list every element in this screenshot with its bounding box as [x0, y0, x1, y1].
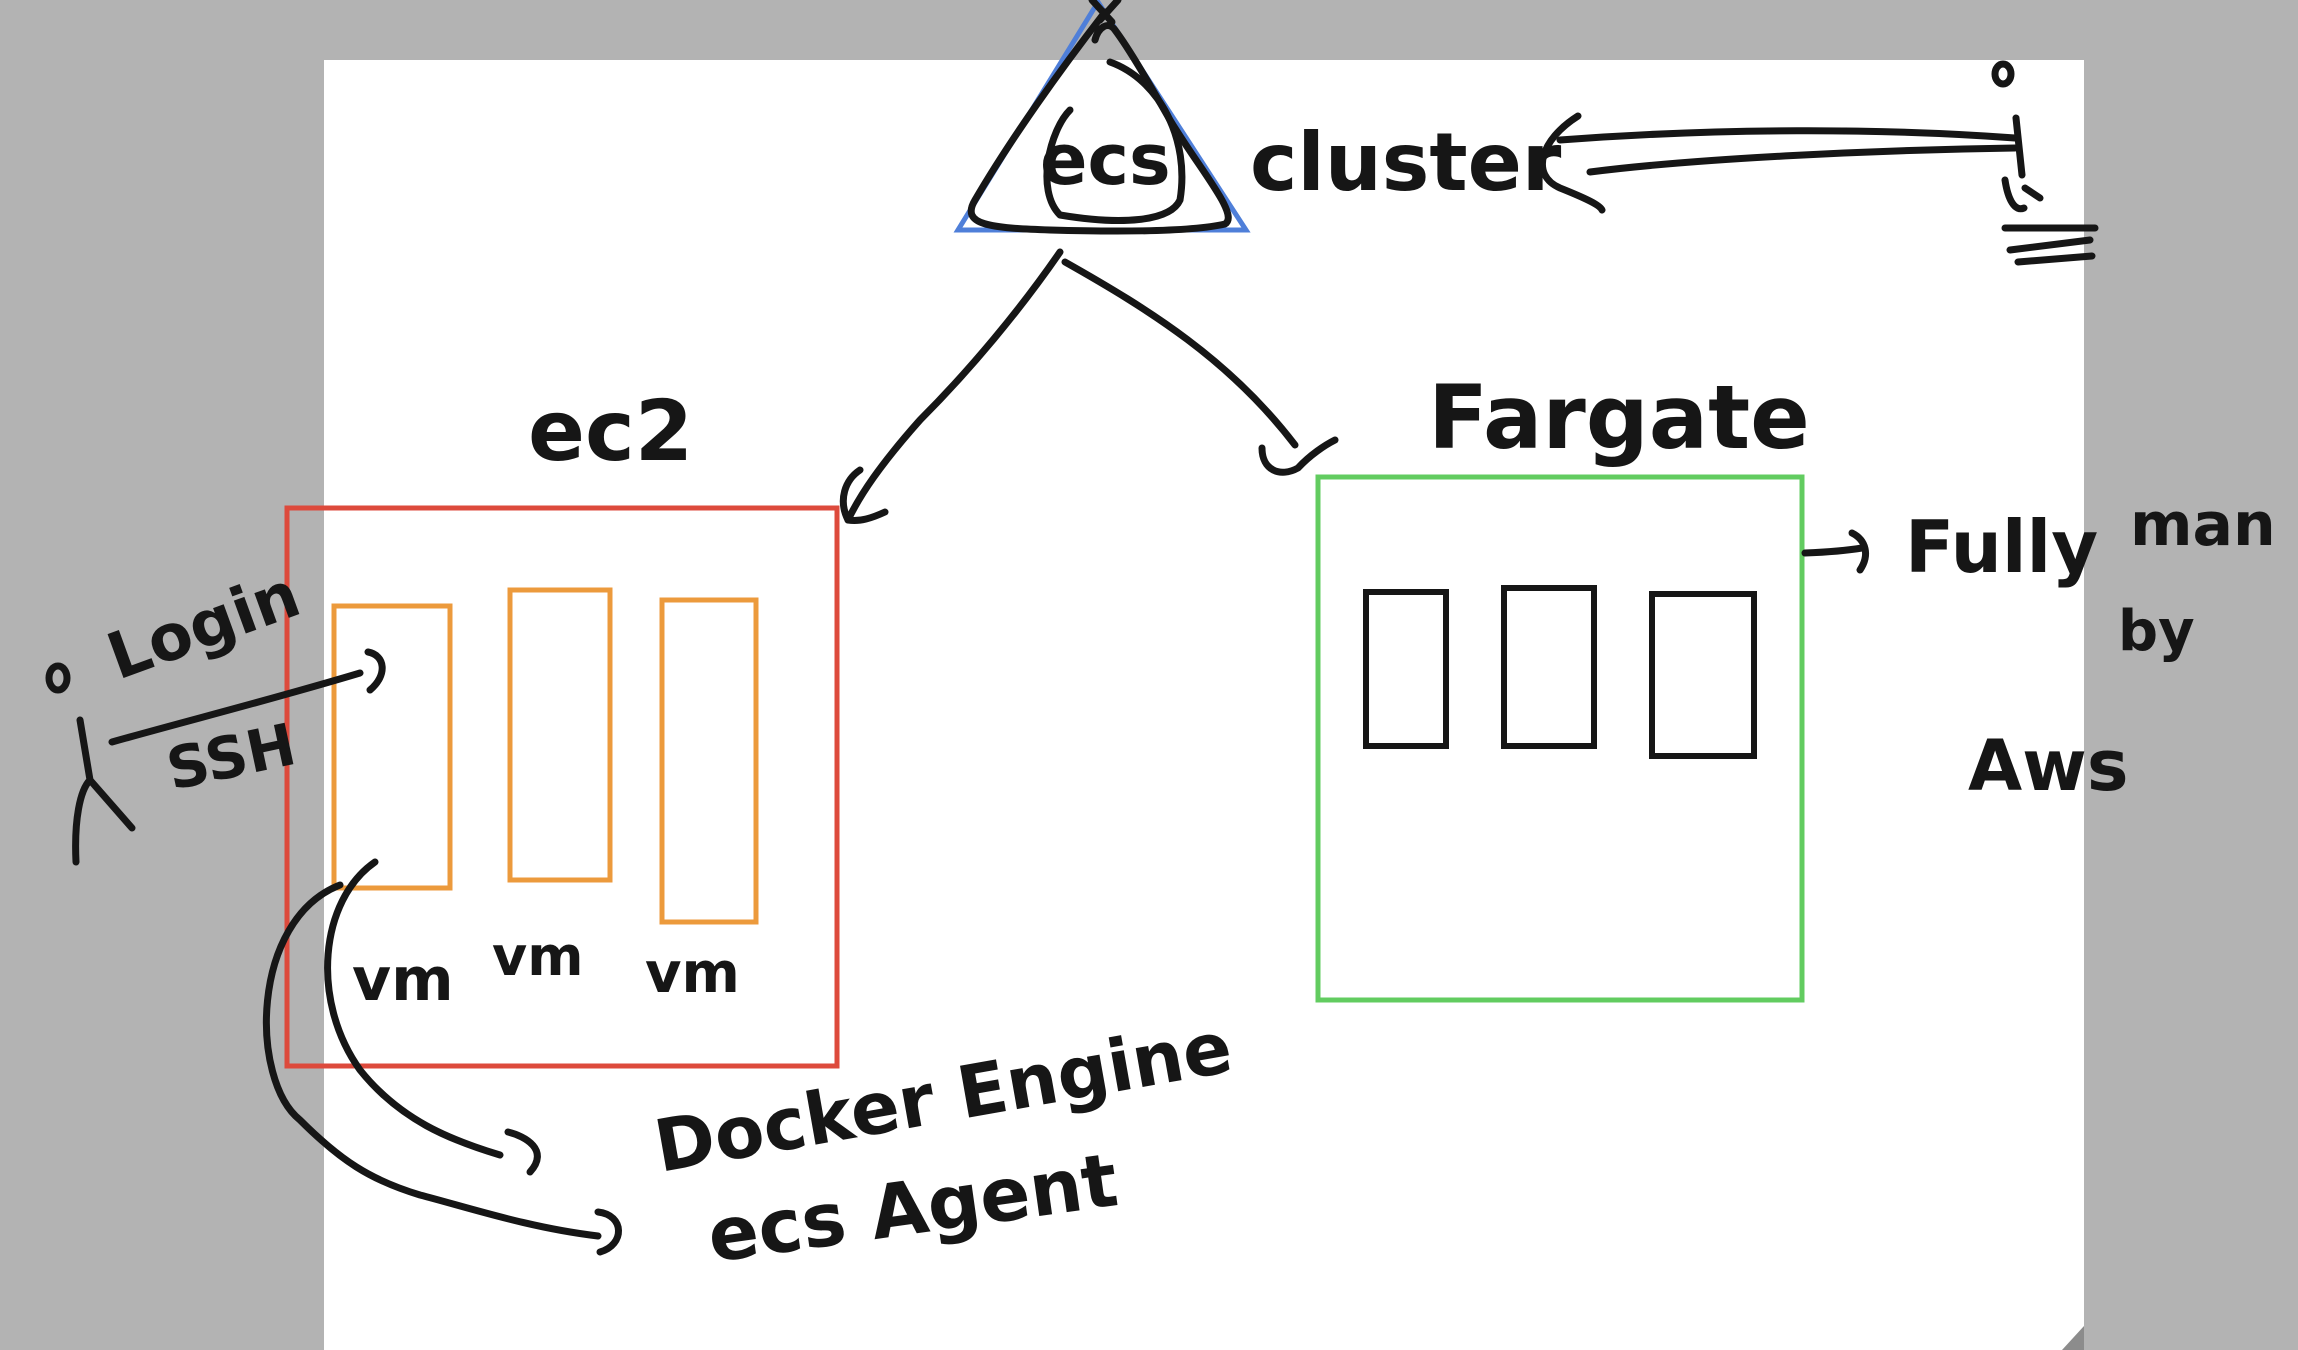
ec2-arrow-head: [839, 466, 889, 524]
aws-label: Aws: [1968, 725, 2129, 807]
user-to-cluster-arrow-lower: [1586, 144, 2019, 176]
fargate-task-box-2: [1501, 585, 1597, 749]
ec2-label: ec2: [528, 382, 693, 480]
canvas-sheet: [324, 60, 2084, 1350]
docker-engine-curve: [324, 858, 504, 1159]
ecs-inner-loop: [1043, 58, 1186, 224]
ecs-agent-arrow-head: [594, 1208, 622, 1256]
ecs-to-ec2-arrow: [844, 248, 1064, 524]
vm-box-1: [331, 603, 453, 891]
user-head-icon: [1991, 60, 2015, 88]
fully-label: Fully: [1905, 505, 2098, 589]
vm-label-1: vm: [352, 945, 454, 1015]
by-label: by: [2118, 599, 2195, 664]
ec2-box: [284, 505, 840, 1069]
vm-label-3: vm: [645, 941, 740, 1006]
cluster-label: cluster: [1250, 116, 1562, 209]
ssh-arrow-head: [364, 648, 386, 694]
ecs-triangle-sketch: [967, 8, 1232, 235]
user-to-cluster-arrow-upper: [1556, 127, 2019, 144]
fargate-label: Fargate: [1428, 366, 1810, 469]
fargate-arrow-head: [1258, 436, 1339, 476]
managed-label: man: [2130, 490, 2276, 560]
user-body-icon: [2001, 114, 2099, 266]
ecs-agent-curve: [262, 881, 602, 1240]
ecs-label: ecs: [1040, 119, 1171, 201]
docker-engine-arrow-head: [504, 1128, 541, 1176]
admin-head-icon: [45, 662, 71, 694]
ecs-to-fargate-arrow: [1061, 258, 1299, 449]
admin-body-icon: [72, 716, 136, 866]
canvas-corner-fold: [2062, 1326, 2084, 1350]
ssh-arrow: [108, 669, 364, 746]
fully-managed-arrow: [1801, 529, 1870, 574]
vm-box-2: [507, 587, 613, 883]
fargate-task-box-1: [1363, 589, 1449, 749]
user-arrow-head: [1539, 112, 1606, 214]
ecs-top-cross: [1088, 0, 1122, 26]
fargate-task-box-3: [1649, 591, 1757, 759]
vm-box-3: [659, 597, 759, 925]
login-label: Login: [98, 558, 309, 695]
vm-label-2: vm: [492, 925, 583, 988]
fargate-box: [1315, 474, 1805, 1003]
